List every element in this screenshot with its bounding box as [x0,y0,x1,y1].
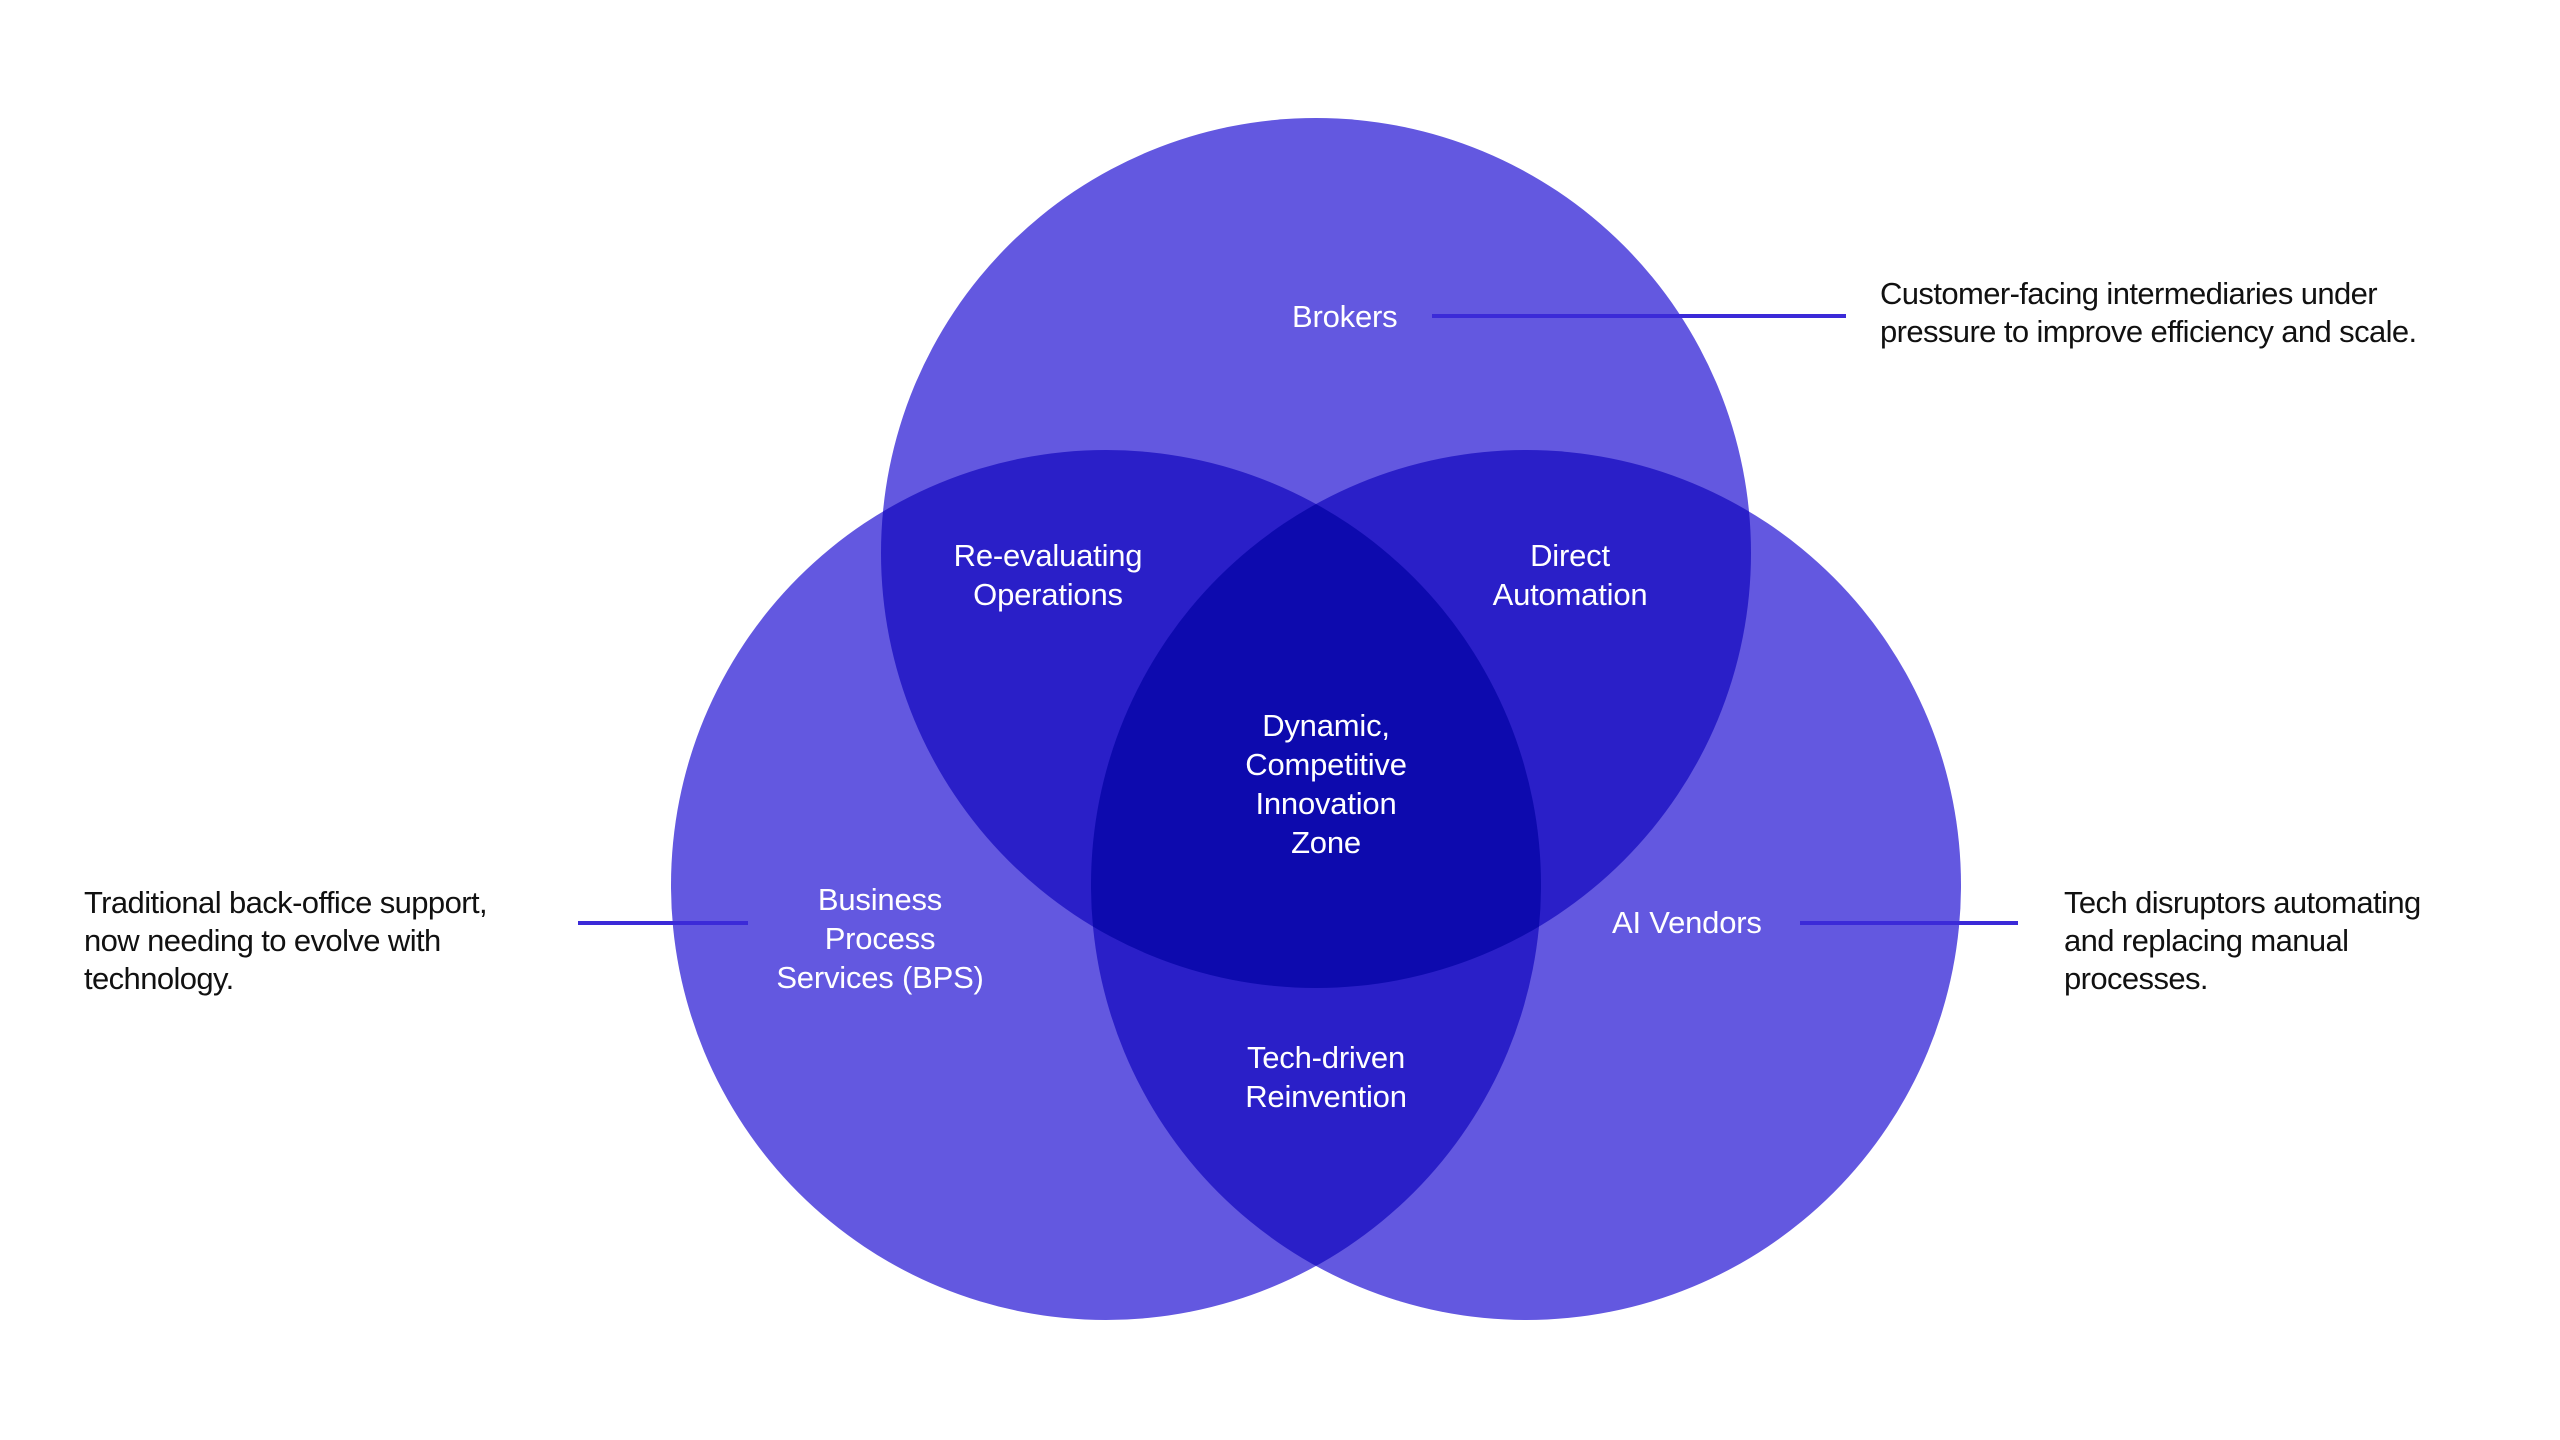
description-line: Tech disruptors automating [2064,885,2421,920]
label-line: Direct [1530,538,1610,573]
description-line: and replacing manual [2064,923,2349,958]
label-bps: Business Process Services (BPS) [776,880,984,997]
label-line: Tech-driven [1246,1040,1406,1075]
description-line: now needing to evolve with [84,923,441,958]
label-line: Re-evaluating [953,538,1143,573]
label-line: Competitive [1245,747,1407,782]
label-line: Process [824,921,936,956]
label-re-evaluating-operations: Re-evaluating Operations [954,536,1143,614]
label-innovation-zone: Dynamic, Competitive Innovation Zone [1245,706,1407,862]
description-line: processes. [2064,961,2209,996]
label-line: Innovation [1255,786,1397,821]
label-line: Automation [1492,577,1648,612]
label-line: Business [817,882,943,917]
description-bps: Traditional back-office support, now nee… [84,884,488,998]
label-brokers: Brokers [1292,299,1398,334]
label-line: Dynamic, [1262,708,1390,743]
label-line: Operations [973,577,1123,612]
description-line: technology. [84,961,234,996]
description-ai-vendors: Tech disruptors automating and replacing… [2064,884,2421,998]
overlap-all [1091,450,1541,988]
label-line: Reinvention [1245,1079,1407,1114]
description-line: Traditional back-office support, [84,885,488,920]
label-direct-automation: Direct Automation [1493,536,1648,614]
description-line: pressure to improve efficiency and scale… [1880,314,2417,349]
label-ai-vendors: AI Vendors [1612,905,1762,940]
label-tech-driven-reinvention: Tech-driven Reinvention [1245,1038,1407,1116]
label-line: Zone [1291,825,1361,860]
description-brokers: Customer-facing intermediaries under pre… [1880,275,2417,351]
description-line: Customer-facing intermediaries under [1880,276,2378,311]
label-line: Services (BPS) [776,960,984,995]
